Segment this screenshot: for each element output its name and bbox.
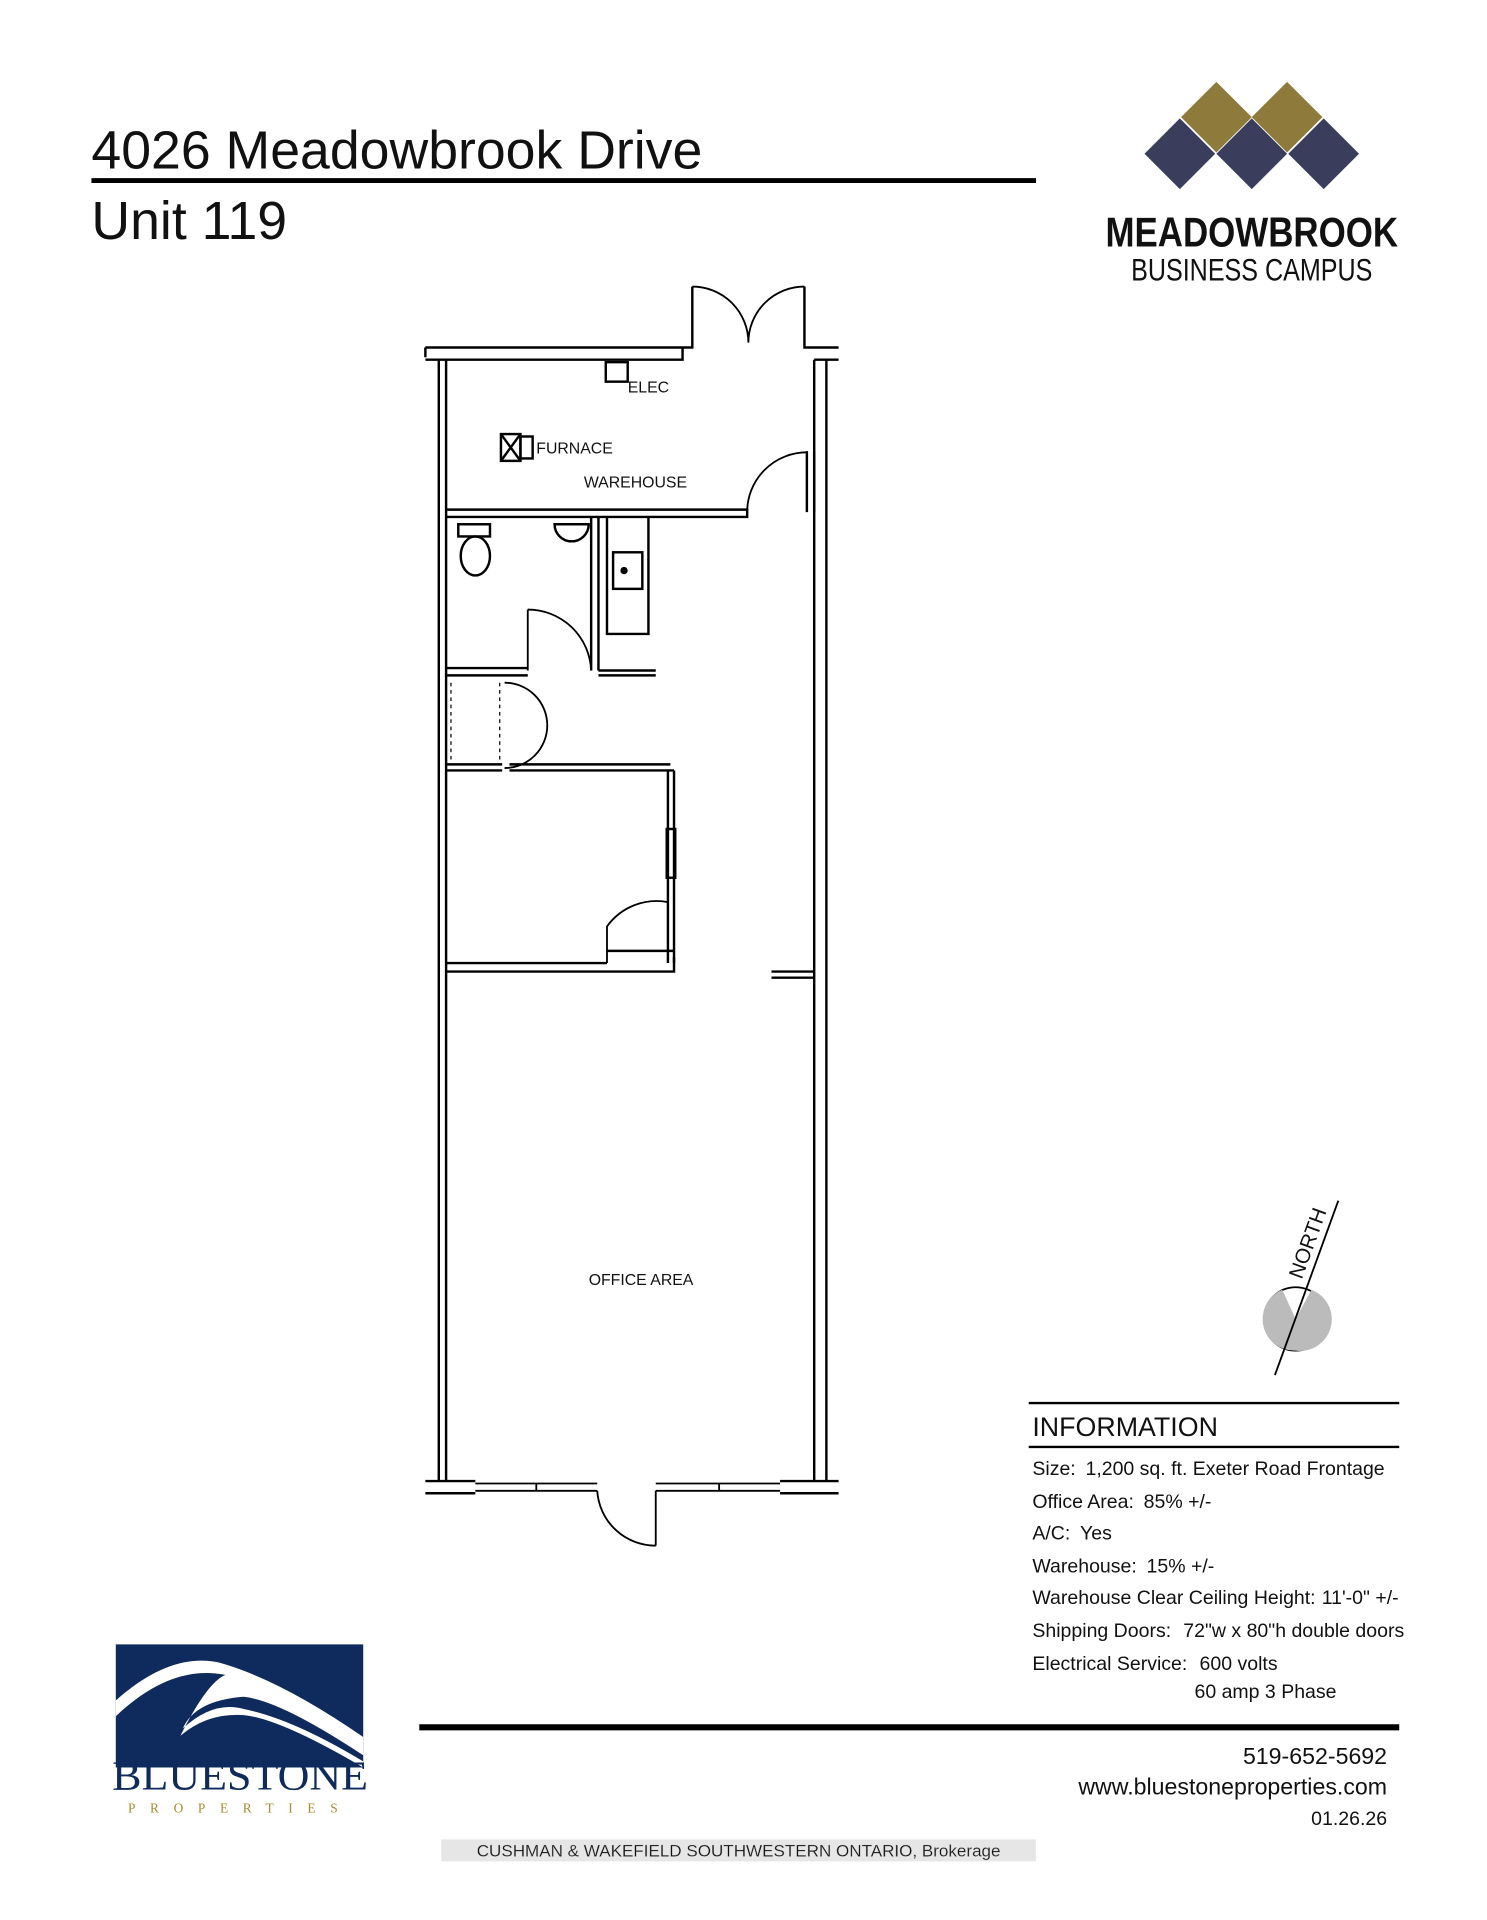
address-title: 4026 Meadowbrook Drive (91, 120, 702, 180)
info-row-ceiling-height: Warehouse Clear Ceiling Height:11'-0" +/… (1032, 1587, 1398, 1609)
watermark-bg (441, 1839, 1037, 1862)
info-electrical-extra: 60 amp 3 Phase (1194, 1681, 1336, 1703)
bluestone-logo: BLUESTONE PROPERTIES (112, 1644, 368, 1816)
bluestone-logo-name: BLUESTONE (112, 1752, 368, 1798)
website-link[interactable]: www.bluestoneproperties.com (1077, 1773, 1387, 1799)
meadowbrook-logo-name: MEADOWBROOK (1105, 208, 1398, 255)
meadowbrook-logo-subtitle: BUSINESS CAMPUS (1131, 251, 1372, 287)
info-row-electrical: Electrical Service:600 volts (1032, 1653, 1277, 1675)
info-row-warehouse: Warehouse:15% +/- (1032, 1555, 1214, 1577)
info-row-ac: A/C:Yes (1032, 1523, 1112, 1545)
north-label: NORTH (1285, 1205, 1332, 1282)
north-arrow-icon: NORTH (1262, 1200, 1340, 1376)
office-area-label: OFFICE AREA (589, 1272, 694, 1289)
floor-plan: ELEC FURNACE WAREHOUSE OFFICE AREA (424, 285, 839, 1547)
information-title: INFORMATION (1032, 1412, 1218, 1442)
date-stamp: 01.26.26 (1311, 1808, 1387, 1830)
warehouse-label: WAREHOUSE (584, 475, 687, 492)
phone-number: 519-652-5692 (1243, 1743, 1387, 1769)
watermark-text: CUSHMAN & WAKEFIELD SOUTHWESTERN ONTARIO… (477, 1841, 1001, 1860)
unit-title: Unit 119 (91, 191, 287, 251)
elec-label: ELEC (628, 380, 669, 397)
info-row-office-area: Office Area:85% +/- (1032, 1491, 1211, 1513)
information-panel: INFORMATION Size:1,200 sq. ft. Exeter Ro… (1028, 1401, 1404, 1703)
meadowbrook-logo: MEADOWBROOK BUSINESS CAMPUS (1105, 81, 1398, 287)
furnace-label: FURNACE (536, 441, 613, 458)
bluestone-logo-subtitle: PROPERTIES (128, 1801, 352, 1816)
info-row-size: Size:1,200 sq. ft. Exeter Road Frontage (1032, 1458, 1384, 1480)
info-row-shipping-doors: Shipping Doors:72"w x 80"h double doors (1032, 1620, 1404, 1642)
